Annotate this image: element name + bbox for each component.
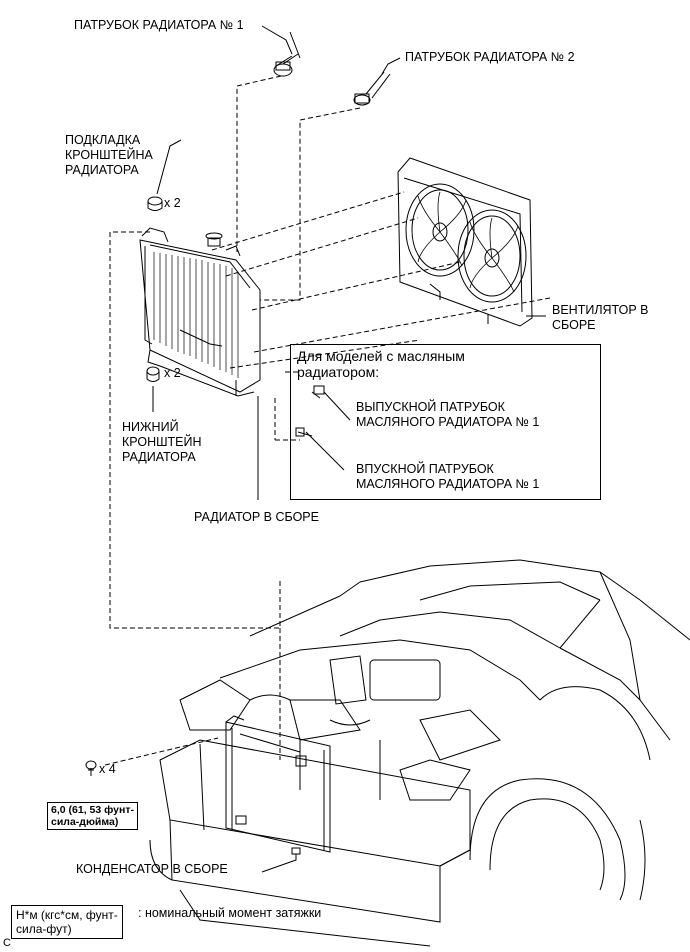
condenser-assembly xyxy=(225,715,331,855)
label-lower-support: НИЖНИЙ КРОНШТЕЙН РАДИАТОРА xyxy=(122,420,202,464)
upper-support-cushion xyxy=(147,196,163,211)
qty-lower-support: x 2 xyxy=(164,366,181,380)
qty-upper-cushion: x 2 xyxy=(164,196,181,210)
legend-units-box: Н*м (кгс*см, фунт- сила-фут) xyxy=(11,905,123,939)
fan-assembly xyxy=(397,157,533,327)
label-support-cushion: ПОДКЛАДКА КРОНШТЕЙНА РАДИАТОРА xyxy=(65,133,153,177)
label-fan-assembly: ВЕНТИЛЯТОР В СБОРЕ xyxy=(552,303,649,332)
radiator-hose-2 xyxy=(353,71,391,106)
oil-cooler-models-box xyxy=(290,344,601,500)
torque-spec: 6,0 (61, 53 фунт- сила-дюйма) xyxy=(47,802,138,830)
corner-code: C xyxy=(3,937,11,949)
label-radiator-assembly: РАДИАТОР В СБОРЕ xyxy=(194,510,319,524)
label-condenser-assembly: КОНДЕНСАТОР В СБОРЕ xyxy=(76,862,228,876)
legend-description: : номинальный момент затяжки xyxy=(138,906,322,920)
mounting-bolt xyxy=(85,760,97,776)
label-oil-cooler-models: Для моделей с масляным радиатором: xyxy=(297,348,465,380)
label-radiator-hose-2: ПАТРУБОК РАДИАТОРА № 2 xyxy=(405,50,575,64)
radiator-hose-1 xyxy=(273,31,301,77)
oil-cooler-outlet-hose xyxy=(311,385,351,421)
radiator-assembly xyxy=(139,227,261,397)
lower-support xyxy=(146,366,160,382)
vehicle-front xyxy=(149,559,690,947)
qty-bolts: x 4 xyxy=(99,762,116,776)
label-oil-inlet-hose: ВПУСКНОЙ ПАТРУБОК МАСЛЯНОГО РАДИАТОРА № … xyxy=(356,462,540,491)
oil-cooler-inlet-hose xyxy=(295,427,345,471)
label-radiator-hose-1: ПАТРУБОК РАДИАТОРА № 1 xyxy=(74,18,244,32)
label-oil-outlet-hose: ВЫПУСКНОЙ ПАТРУБОК МАСЛЯНОГО РАДИАТОРА №… xyxy=(356,400,540,429)
